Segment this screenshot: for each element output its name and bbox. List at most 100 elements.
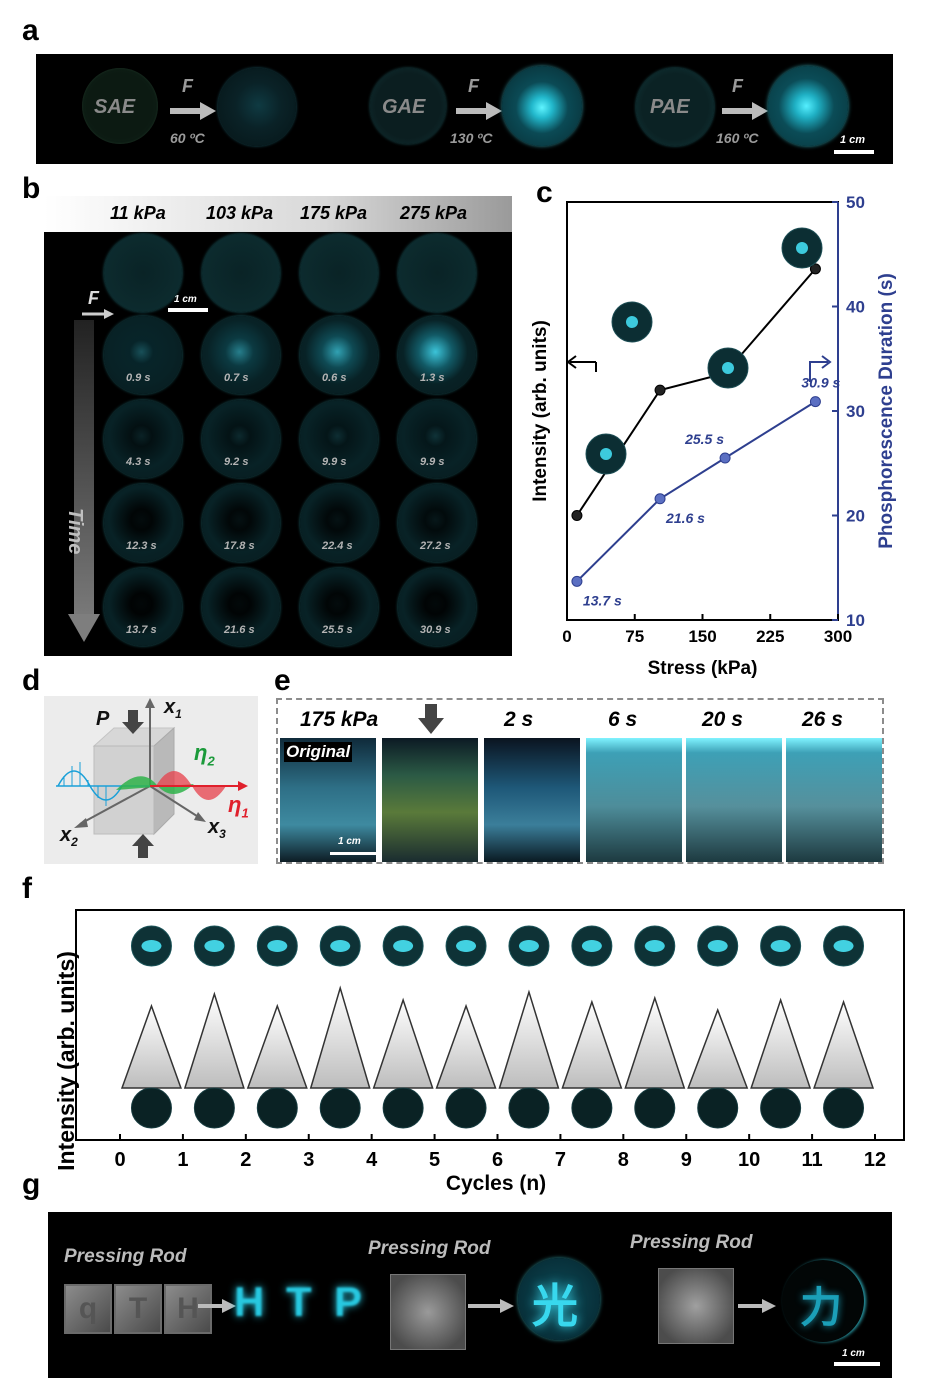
x-tick-label: 150 <box>688 627 716 646</box>
cycle-peak <box>246 1003 308 1089</box>
sample-disc <box>104 484 182 562</box>
decay-time-label: 0.7 s <box>224 372 249 384</box>
duration-data-label: 30.9 s <box>801 375 840 391</box>
sample-disc <box>300 568 378 646</box>
cycle-peak <box>750 997 812 1089</box>
pressure-label: 275 kPa <box>400 203 468 223</box>
eta1-label: η1 <box>228 792 249 821</box>
duration-point <box>719 452 731 464</box>
sample-disc <box>300 316 378 394</box>
sample-disc <box>398 316 476 394</box>
stamp-block <box>658 1268 734 1344</box>
cycle-glow <box>204 940 225 952</box>
sample-disc <box>398 484 476 562</box>
time-arrow-shaft <box>74 320 94 620</box>
deformation-frame <box>586 738 682 862</box>
x-tick-label: 7 <box>555 1149 566 1171</box>
rod-label: Pressing Rod <box>630 1232 753 1253</box>
y-right-tick-label: 30 <box>846 402 865 421</box>
duration-point <box>654 493 666 505</box>
x-tick-label: 9 <box>681 1149 692 1171</box>
scale-bar <box>168 308 208 312</box>
pressure-header-bar <box>44 196 512 232</box>
cycle-dark-photo <box>634 1087 676 1129</box>
arrow-right-icon <box>82 309 114 319</box>
glow-character: 光 <box>532 1279 578 1333</box>
sample-disc <box>202 400 280 478</box>
arrow-right-icon <box>456 102 502 120</box>
sample-disc <box>300 400 378 478</box>
sample-disc <box>104 400 182 478</box>
sample-disc <box>202 484 280 562</box>
cycle-dark-photo <box>319 1087 361 1129</box>
glow-letter: T <box>286 1278 312 1325</box>
cycle-dark-photo <box>256 1087 298 1129</box>
sample-disc <box>518 1258 600 1340</box>
force-label: F <box>468 76 479 96</box>
arrow-right-icon <box>468 1299 514 1313</box>
x-tick-label: 11 <box>802 1149 823 1171</box>
y-right-tick-label: 50 <box>846 193 865 212</box>
intensity-point <box>571 510 583 521</box>
sample-disc <box>218 68 296 146</box>
sample-disc <box>398 234 476 312</box>
cycle-peak <box>120 1003 182 1089</box>
duration-data-label: 13.7 s <box>583 592 622 608</box>
y-right-tick-label: 20 <box>846 507 865 526</box>
decay-time-label: 9.9 s <box>420 456 445 468</box>
deformation-frame <box>484 738 580 862</box>
panel-label-a: a <box>22 14 39 47</box>
panel-label-b: b <box>22 172 41 205</box>
deformation-frame <box>686 738 782 862</box>
scale-label: 1 cm <box>842 1348 865 1359</box>
time-label: 2 s <box>504 708 534 731</box>
eta2-label: η2 <box>194 740 215 769</box>
glow-letter: H <box>234 1278 265 1325</box>
duration-point <box>809 396 821 408</box>
sample-label: GAE <box>382 96 426 118</box>
scale-bar <box>834 150 874 154</box>
sample-disc <box>636 68 714 146</box>
inset-glow <box>796 242 808 254</box>
force-label: F <box>88 288 99 308</box>
duration-line <box>576 400 816 583</box>
decay-time-label: 21.6 s <box>224 624 255 636</box>
plot-frame <box>75 909 905 1141</box>
decay-time-label: 13.7 s <box>126 624 157 636</box>
scale-label: 1 cm <box>174 294 197 305</box>
pressure-label: 175 kPa <box>300 203 368 223</box>
decay-time-label: 27.2 s <box>420 540 451 552</box>
panel-d-diagram: P x1 x2 x3 η2 η1 <box>44 696 258 864</box>
sample-disc <box>82 68 158 144</box>
sample-disc <box>300 484 378 562</box>
cycle-dark-photo <box>760 1087 802 1129</box>
panel-g-image: Pressing Rod Pressing Rod Pressing Rod q… <box>48 1212 892 1378</box>
duration-data-label: 25.5 s <box>684 431 724 447</box>
sample-disc <box>202 316 280 394</box>
piezo-cube-diagram <box>56 698 248 858</box>
duration-point <box>571 575 583 587</box>
x-tick-label: 3 <box>303 1149 314 1171</box>
cycle-peak <box>372 997 434 1089</box>
decay-time-label: 22.4 s <box>322 540 353 552</box>
arrow-right-icon <box>198 1299 236 1313</box>
x-tick-label: 5 <box>429 1149 440 1171</box>
sample-disc <box>202 568 280 646</box>
x-tick-label: 6 <box>492 1149 503 1171</box>
cycle-peak <box>687 1007 749 1089</box>
decay-time-label: 9.9 s <box>322 456 347 468</box>
sample-label: PAE <box>650 96 690 118</box>
x-tick-label: 225 <box>756 627 784 646</box>
cycle-glow <box>267 940 288 952</box>
cycle-glow <box>581 940 602 952</box>
cycle-glow <box>141 940 162 952</box>
y-left-axis-title: Intensity (arb. units) <box>530 320 551 502</box>
sample-disc <box>202 234 280 312</box>
original-label: Original <box>284 742 353 762</box>
cycle-peak <box>624 995 686 1089</box>
panel-label-f: f <box>22 872 32 905</box>
deformation-frame <box>786 738 882 862</box>
cycle-dark-photo <box>445 1087 487 1129</box>
x-tick-label: 4 <box>366 1149 378 1171</box>
